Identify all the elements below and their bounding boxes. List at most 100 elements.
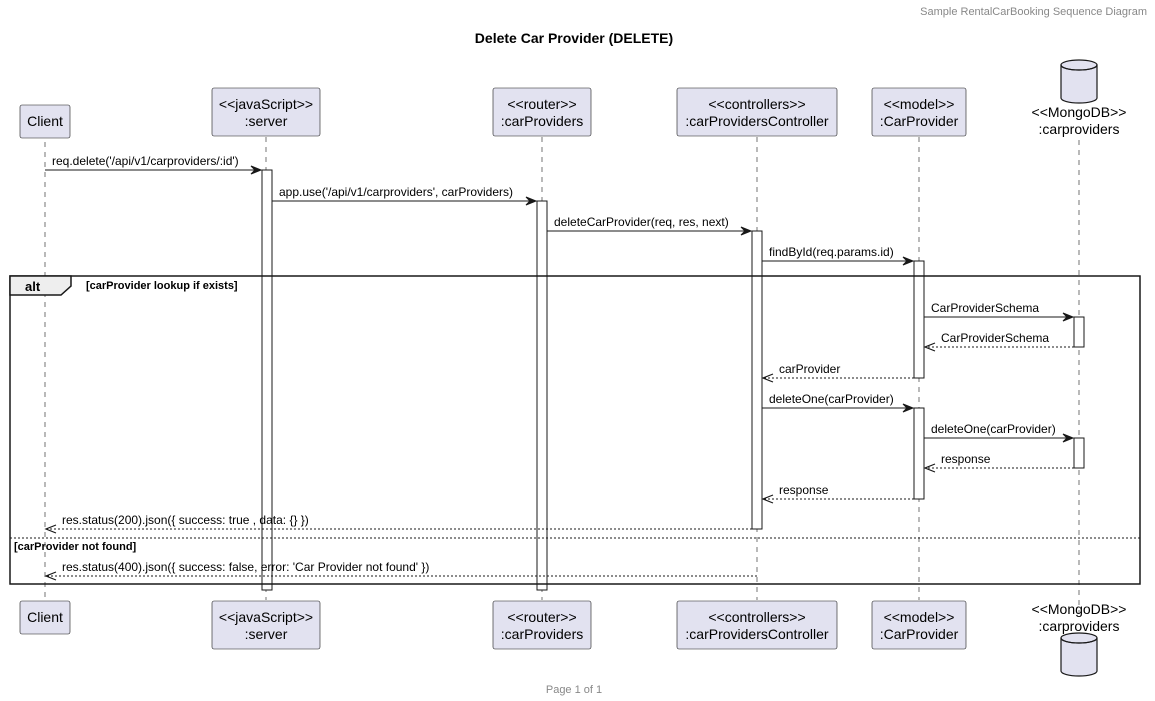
arrowhead-filled: [740, 226, 753, 236]
message-3: deleteCarProvider(req, res, next): [547, 215, 753, 236]
participant-box: [676, 600, 838, 650]
message-label: findById(req.params.id): [769, 245, 894, 259]
message-4: findById(req.params.id): [762, 245, 915, 266]
participant-label: <<model>>: [884, 96, 955, 112]
message-6: CarProviderSchema: [923, 331, 1074, 352]
message-2: app.use('/api/v1/carproviders', carProvi…: [272, 185, 538, 206]
message-label: res.status(200).json({ success: true , d…: [62, 513, 309, 527]
arrowhead-filled: [1062, 433, 1075, 443]
participant-label: :carProviders: [501, 113, 583, 129]
participant-box: [211, 87, 321, 137]
participant-label: <<javaScript>>: [219, 96, 313, 112]
message-label: CarProviderSchema: [931, 301, 1039, 315]
participant-label: :server: [245, 113, 288, 129]
participant-label: :carProviders: [501, 626, 583, 642]
diagram-title: Delete Car Provider (DELETE): [475, 30, 673, 46]
database-icon-rim: [1060, 64, 1098, 71]
participant-label: Client: [27, 609, 63, 625]
alt-frame-tab: [9, 275, 72, 296]
arrowhead-open: [44, 571, 57, 581]
participant-label: <<router>>: [507, 609, 576, 625]
activation-bar-server: [261, 169, 273, 591]
message-8: deleteOne(carProvider): [762, 392, 915, 413]
participant-server-top: <<javaScript>>:server: [211, 87, 321, 137]
participant-box: [676, 87, 838, 137]
arrowhead-open: [923, 463, 936, 473]
alt-fragment: alt [carProvider lookup if exists] [carPro…: [9, 275, 1141, 585]
participant-label: <<controllers>>: [708, 609, 805, 625]
participant-box: [19, 600, 71, 635]
participant-label: <<MongoDB>>: [1032, 104, 1127, 120]
arrowhead-filled: [902, 403, 915, 413]
activation-bar-db: [1073, 437, 1085, 469]
arrowhead-filled: [525, 196, 538, 206]
participant-router-top: <<router>>:carProviders: [492, 87, 592, 137]
arrowhead-filled: [902, 256, 915, 266]
arrowhead-filled: [1062, 312, 1075, 322]
participant-db-top: <<MongoDB>>:carproviders: [1032, 59, 1127, 137]
participant-model-top: <<model>>:CarProvider: [871, 87, 967, 137]
message-13: res.status(400).json({ success: false, e…: [44, 560, 757, 581]
participant-label: :carProvidersController: [685, 626, 828, 642]
participant-box: [871, 87, 967, 137]
participant-label: :CarProvider: [880, 113, 959, 129]
participant-label: :CarProvider: [880, 626, 959, 642]
participant-label: :carproviders: [1039, 618, 1120, 634]
activation-bar-model: [913, 260, 925, 379]
arrowhead-open: [923, 342, 936, 352]
message-10: response: [923, 452, 1074, 473]
participant-controller-bottom: <<controllers>>:carProvidersController: [676, 600, 838, 650]
participant-model-bottom: <<model>>:CarProvider: [871, 600, 967, 650]
message-9: deleteOne(carProvider): [924, 422, 1075, 443]
participant-box: [492, 600, 592, 650]
messages: req.delete('/api/v1/carproviders/:id') ap…: [44, 154, 1075, 581]
participant-router-bottom: <<router>>:carProviders: [492, 600, 592, 650]
message-label: CarProviderSchema: [941, 331, 1049, 345]
diagram-header: Sample RentalCarBooking Sequence Diagram: [920, 6, 1147, 18]
participant-label: <<controllers>>: [708, 96, 805, 112]
message-label: deleteOne(carProvider): [931, 422, 1056, 436]
participant-label: <<javaScript>>: [219, 609, 313, 625]
participant-label: <<model>>: [884, 609, 955, 625]
participant-label: Client: [27, 113, 63, 129]
participant-box: [871, 600, 967, 650]
database-icon: [1060, 65, 1098, 104]
activation-bar-db: [1073, 316, 1085, 348]
participant-box: [492, 87, 592, 137]
arrowhead-open: [761, 494, 774, 504]
message-label: carProvider: [779, 362, 840, 376]
participant-label: :server: [245, 626, 288, 642]
participant-client-top: Client: [19, 104, 71, 139]
message-5: CarProviderSchema: [924, 301, 1075, 322]
alt-frame: [9, 275, 1141, 585]
message-7: carProvider: [761, 362, 914, 383]
participant-label: <<MongoDB>>: [1032, 601, 1127, 617]
arrowhead-open: [44, 524, 57, 534]
participant-controller-top: <<controllers>>:carProvidersController: [676, 87, 838, 137]
database-icon: [1060, 638, 1098, 677]
participant-label: :carProvidersController: [685, 113, 828, 129]
message-12: res.status(200).json({ success: true , d…: [44, 513, 752, 534]
page-footer: Page 1 of 1: [546, 684, 602, 696]
message-label: app.use('/api/v1/carproviders', carProvi…: [279, 185, 513, 199]
message-label: req.delete('/api/v1/carproviders/:id'): [52, 154, 239, 168]
arrowhead-filled: [250, 165, 263, 175]
message-label: response: [779, 483, 829, 497]
message-label: deleteOne(carProvider): [769, 392, 894, 406]
database-icon-rim: [1060, 637, 1098, 644]
message-11: response: [761, 483, 914, 504]
participant-label: :carproviders: [1039, 121, 1120, 137]
else-guard: [carProvider not found]: [14, 541, 137, 553]
alt-guard: [carProvider lookup if exists]: [86, 280, 238, 292]
message-label: res.status(400).json({ success: false, e…: [62, 560, 429, 574]
alt-label: alt: [25, 279, 41, 294]
activation-bar-router: [536, 200, 548, 591]
participant-db-bottom: <<MongoDB>>:carproviders: [1032, 601, 1127, 677]
activation-bar-model: [913, 407, 925, 500]
activation-bar-controller: [751, 230, 763, 530]
participant-server-bottom: <<javaScript>>:server: [211, 600, 321, 650]
message-label: deleteCarProvider(req, res, next): [554, 215, 729, 229]
participant-box: [19, 104, 71, 139]
arrowhead-open: [761, 373, 774, 383]
